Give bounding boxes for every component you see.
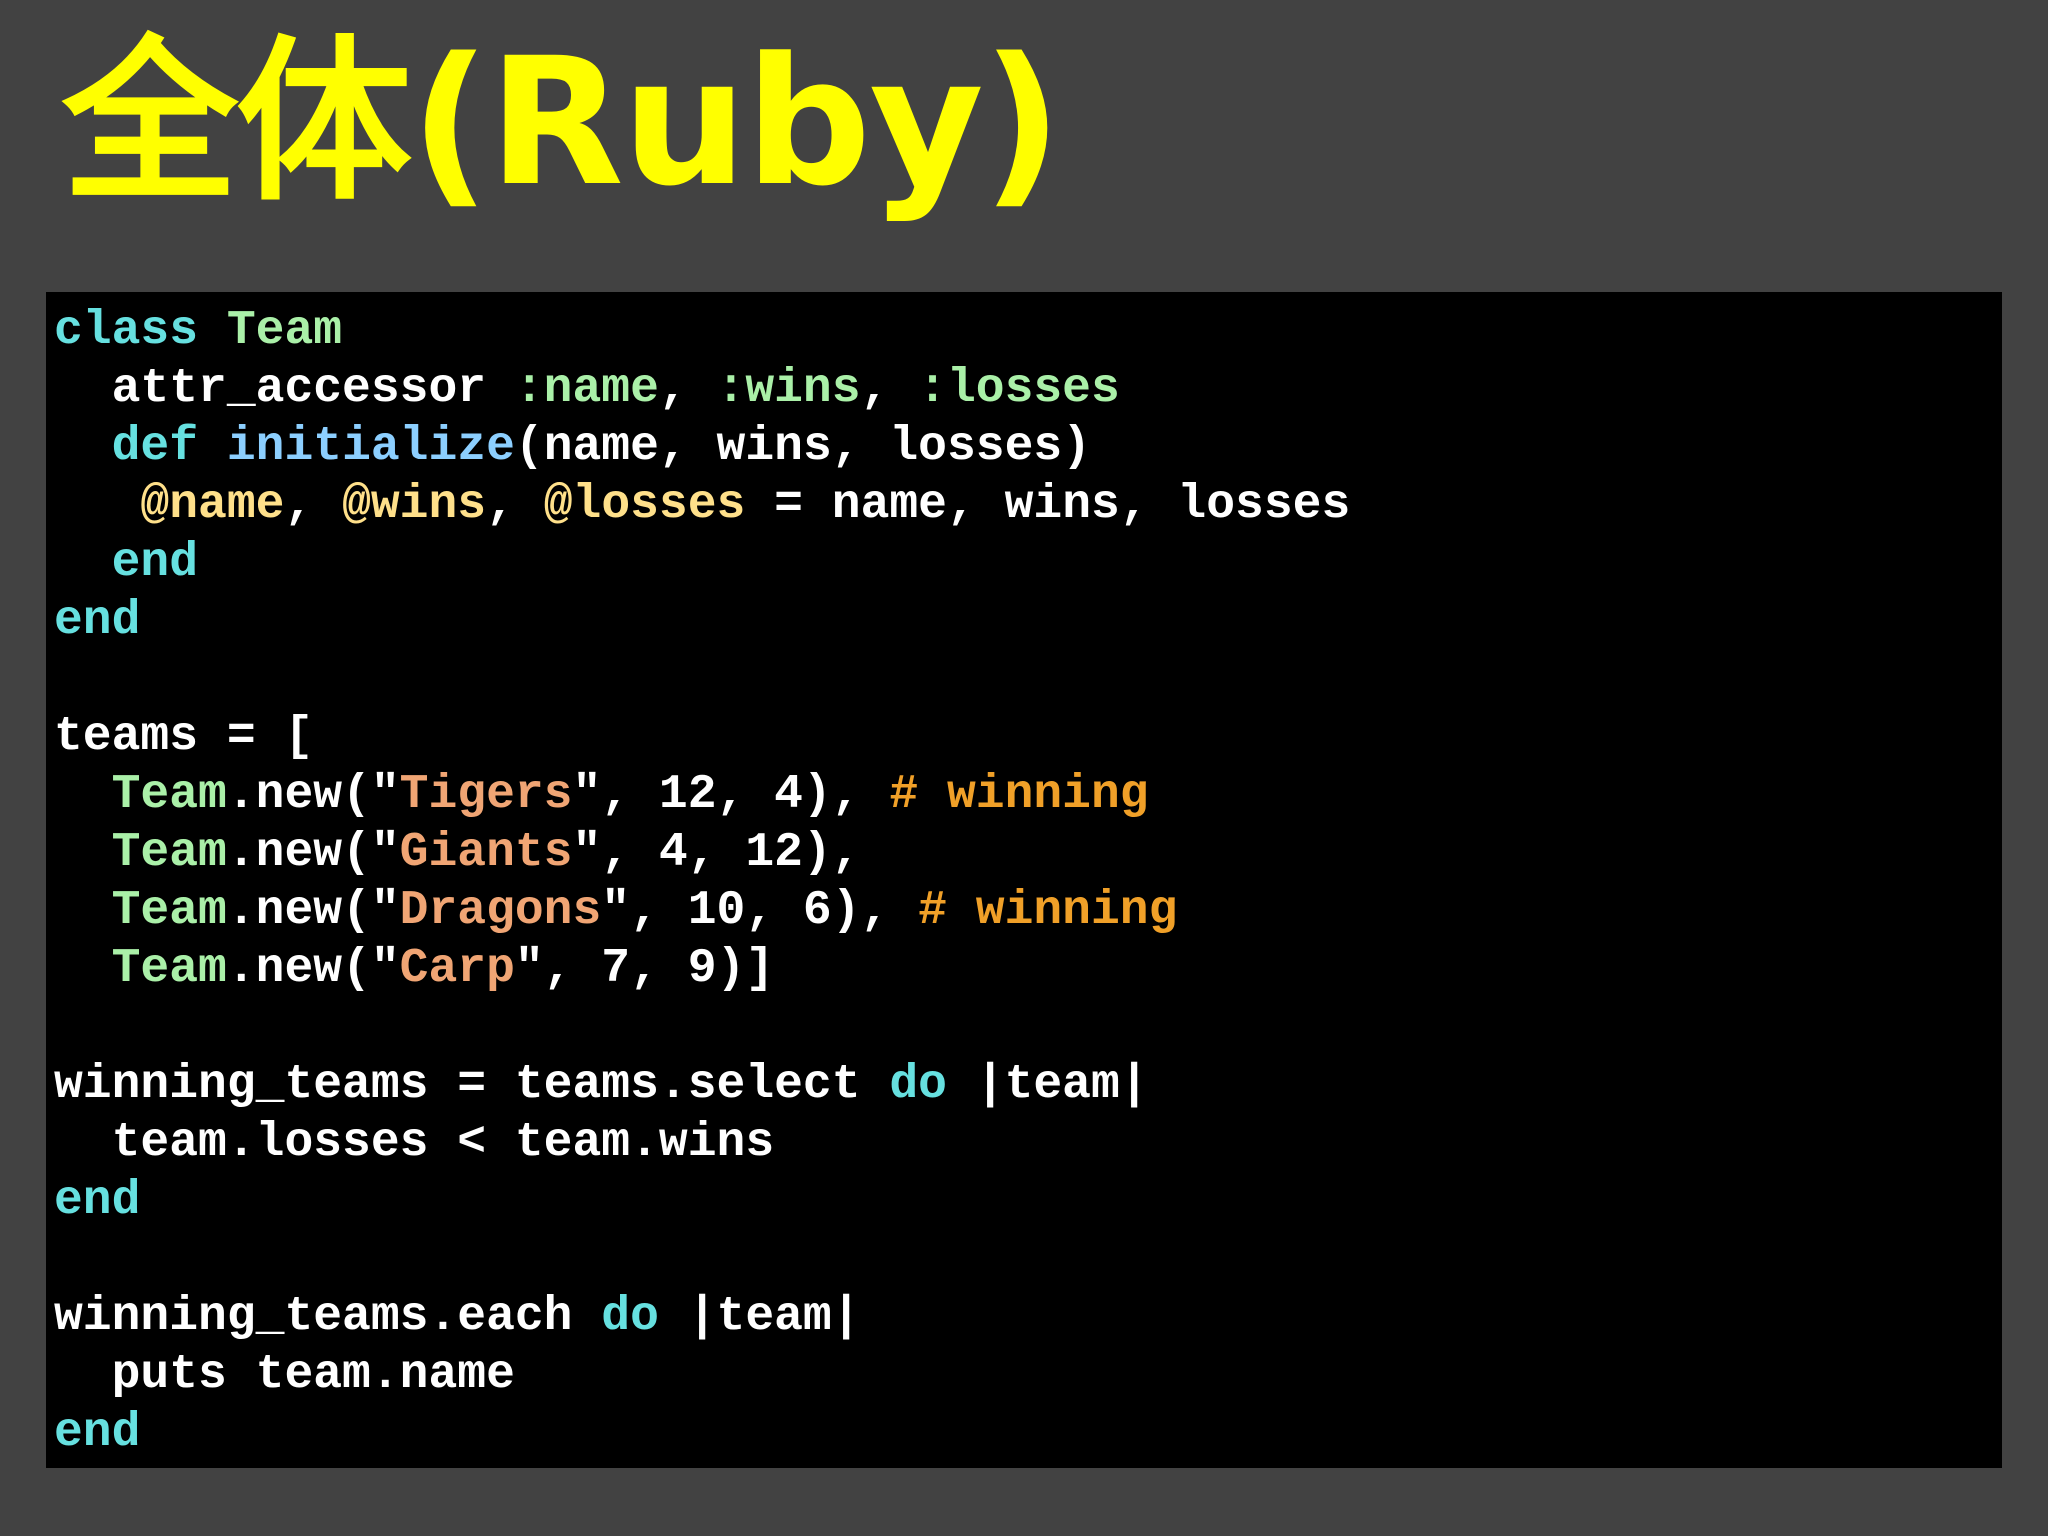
code-token: initialize [226, 420, 515, 474]
code-token: attr_accessor [54, 362, 515, 416]
code-token: class [54, 304, 199, 358]
code-line: attr_accessor :name, :wins, :losses [54, 360, 1350, 418]
code-token: Team [111, 768, 227, 822]
code-token: (name, wins, losses) [514, 420, 1091, 474]
code-token: def [111, 420, 199, 474]
code-token: = name, wins, losses [745, 478, 1351, 532]
code-token: Giants [399, 826, 573, 880]
code-token: teams = [ [54, 710, 314, 764]
code-token: winning_teams.each [54, 1290, 602, 1344]
code-token: ", 7, 9)] [514, 942, 775, 996]
code-token: , [658, 362, 717, 416]
code-token: , [284, 478, 343, 532]
code-line: end [54, 1404, 1350, 1462]
code-token: Team [111, 942, 227, 996]
code-token: ", 10, 6), [601, 884, 919, 938]
code-line: winning_teams = teams.select do |team| [54, 1056, 1350, 1114]
code-token: .new(" [226, 942, 400, 996]
code-token: ", 4, 12), [572, 826, 861, 880]
slide-title: 全体(Ruby) [62, 20, 1062, 225]
code-token [54, 768, 112, 822]
code-token: puts team.name [54, 1348, 515, 1402]
code-token: @wins [342, 478, 487, 532]
code-line: team.losses < team.wins [54, 1114, 1350, 1172]
code-token: @name [140, 478, 285, 532]
code-token: .new(" [226, 826, 400, 880]
code-token: , [486, 478, 544, 532]
code-token: Carp [399, 942, 515, 996]
code-token [54, 536, 112, 590]
code-line: puts team.name [54, 1346, 1350, 1404]
code-line: class Team [54, 302, 1350, 360]
code-token: team.losses < team.wins [54, 1116, 775, 1170]
code-token: end [111, 536, 199, 590]
code-line: teams = [ [54, 708, 1350, 766]
code-token: winning_teams = teams.select [54, 1058, 890, 1112]
code-token: Team [111, 826, 227, 880]
code-token [54, 826, 112, 880]
code-token [54, 478, 140, 532]
code-line: winning_teams.each do |team| [54, 1288, 1350, 1346]
code-token: @losses [543, 478, 746, 532]
code-line: Team.new("Carp", 7, 9)] [54, 940, 1350, 998]
code-token: do [889, 1058, 947, 1112]
code-line [54, 1230, 1350, 1288]
code-token: Dragons [399, 884, 602, 938]
code-token: # winning [918, 884, 1178, 938]
code-token: .new(" [226, 768, 400, 822]
code-token [198, 420, 227, 474]
code-line: end [54, 592, 1350, 650]
code-line: Team.new("Dragons", 10, 6), # winning [54, 882, 1350, 940]
code-token: .new(" [226, 884, 400, 938]
code-line: def initialize(name, wins, losses) [54, 418, 1350, 476]
code-line: Team.new("Giants", 4, 12), [54, 824, 1350, 882]
code-token: :wins [716, 362, 861, 416]
code-token: # winning [889, 768, 1149, 822]
code-token: Tigers [399, 768, 573, 822]
code-line: @name, @wins, @losses = name, wins, loss… [54, 476, 1350, 534]
code-token [198, 304, 227, 358]
code-token: Team [111, 884, 227, 938]
code-token: ", 12, 4), [572, 768, 890, 822]
code-token [54, 942, 112, 996]
code-token: end [54, 1406, 141, 1460]
code-token: Team [226, 304, 343, 358]
code-token: |team| [946, 1058, 1149, 1112]
code-line: end [54, 534, 1350, 592]
code-token [54, 884, 112, 938]
code-token: |team| [658, 1290, 861, 1344]
code-token: :losses [918, 362, 1120, 416]
code-line: end [54, 1172, 1350, 1230]
code-line [54, 650, 1350, 708]
code-line: Team.new("Tigers", 12, 4), # winning [54, 766, 1350, 824]
code-token: do [601, 1290, 659, 1344]
code-token: end [54, 1174, 141, 1228]
code-token: , [860, 362, 919, 416]
code-panel: class Team attr_accessor :name, :wins, :… [46, 292, 2002, 1468]
code-block: class Team attr_accessor :name, :wins, :… [54, 302, 1350, 1462]
code-token: :name [514, 362, 659, 416]
code-token: end [54, 594, 141, 648]
code-line [54, 998, 1350, 1056]
code-token [54, 420, 112, 474]
